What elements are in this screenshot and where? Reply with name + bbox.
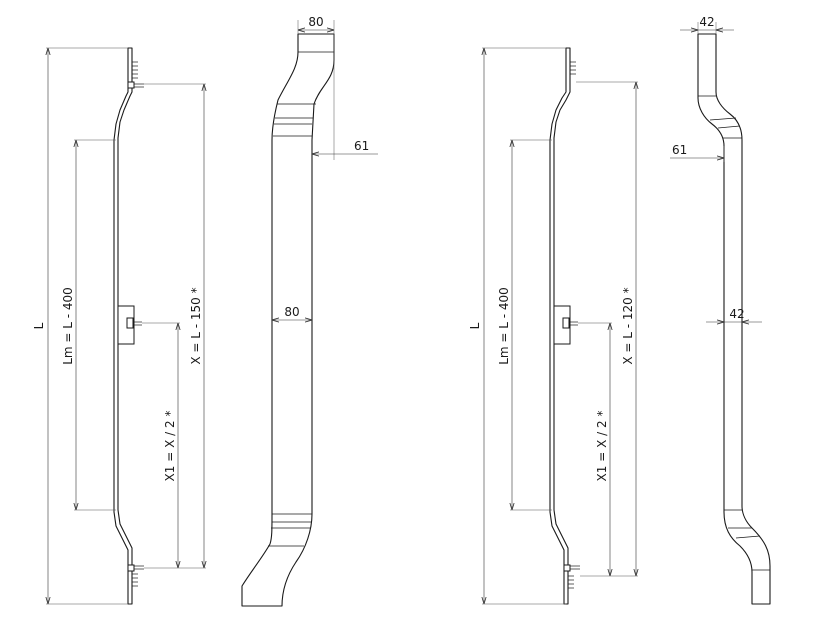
right-label-X: X = L - 120 *	[621, 287, 635, 364]
left-label-X: X = L - 150 *	[189, 287, 203, 364]
left-top-bracket	[127, 61, 144, 89]
left-label-width-middle: 80	[284, 305, 299, 319]
left-label-width-top: 80	[308, 15, 323, 29]
right-top-bracket	[570, 61, 576, 75]
right-side-view: L Lm = L - 400 X = L - 120 * X1 = X / 2 …	[468, 47, 638, 605]
right-label-width-middle: 42	[729, 307, 744, 321]
right-label-width-top: 42	[699, 15, 714, 29]
left-label-X1: X1 = X / 2 *	[163, 411, 177, 482]
left-center-bracket	[117, 305, 142, 345]
left-side-profile	[113, 47, 133, 605]
left-label-Lm: Lm = L - 400	[61, 287, 75, 365]
left-side-view: L Lm = L - 400 X = L - 150 * X1 = X / 2 …	[32, 47, 206, 605]
left-label-offset: 61	[354, 139, 369, 153]
left-front-view: 80 61 80	[241, 15, 378, 607]
left-bottom-bracket	[127, 564, 144, 587]
right-label-L: L	[468, 322, 482, 329]
right-label-offset: 61	[672, 143, 687, 157]
left-label-L: L	[32, 322, 46, 329]
right-front-view: 42 61 42	[670, 15, 771, 605]
right-label-Lm: Lm = L - 400	[497, 287, 511, 365]
left-front-outline	[241, 33, 335, 607]
right-label-X1: X1 = X / 2 *	[595, 411, 609, 482]
right-bottom-bracket	[563, 564, 580, 589]
right-side-profile	[549, 47, 571, 605]
right-center-bracket	[553, 305, 578, 345]
